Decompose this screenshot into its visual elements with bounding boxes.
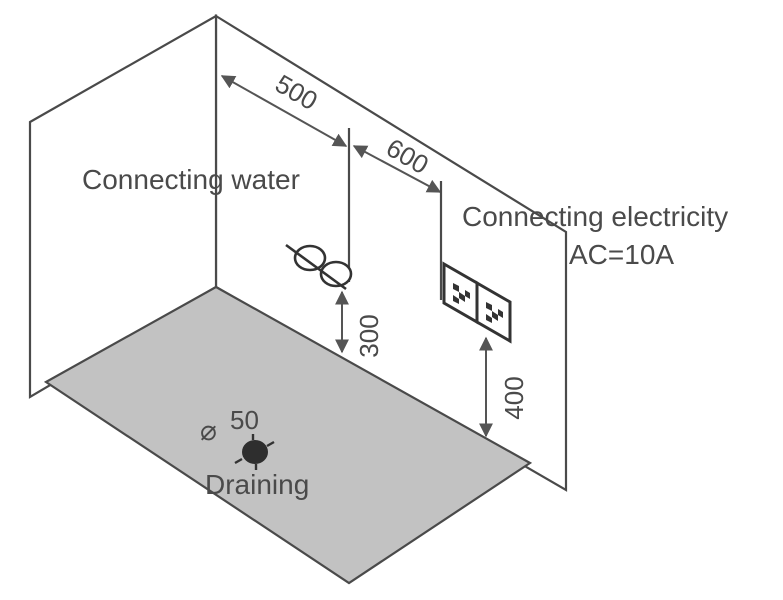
dimension-300: 300 — [335, 290, 384, 358]
floor — [43, 285, 533, 585]
connecting-electricity-label: Connecting electricity — [462, 201, 728, 232]
dimension-500-arrow — [220, 75, 348, 147]
drain-size-label: 50 — [230, 405, 259, 435]
connecting-water-label: Connecting water — [82, 164, 300, 195]
current-rating-label: AC=10A — [569, 239, 674, 270]
water-valve-icon — [285, 243, 353, 291]
dimension-600-arrow — [352, 145, 442, 193]
dimension-300-label: 300 — [354, 314, 384, 357]
drain-icon — [234, 434, 275, 470]
diameter-symbol: ⌀ — [200, 415, 217, 446]
dimension-400: 400 — [479, 336, 529, 438]
electrical-socket-icon — [442, 261, 512, 344]
dimension-400-label: 400 — [499, 376, 529, 419]
draining-label: Draining — [205, 469, 309, 500]
